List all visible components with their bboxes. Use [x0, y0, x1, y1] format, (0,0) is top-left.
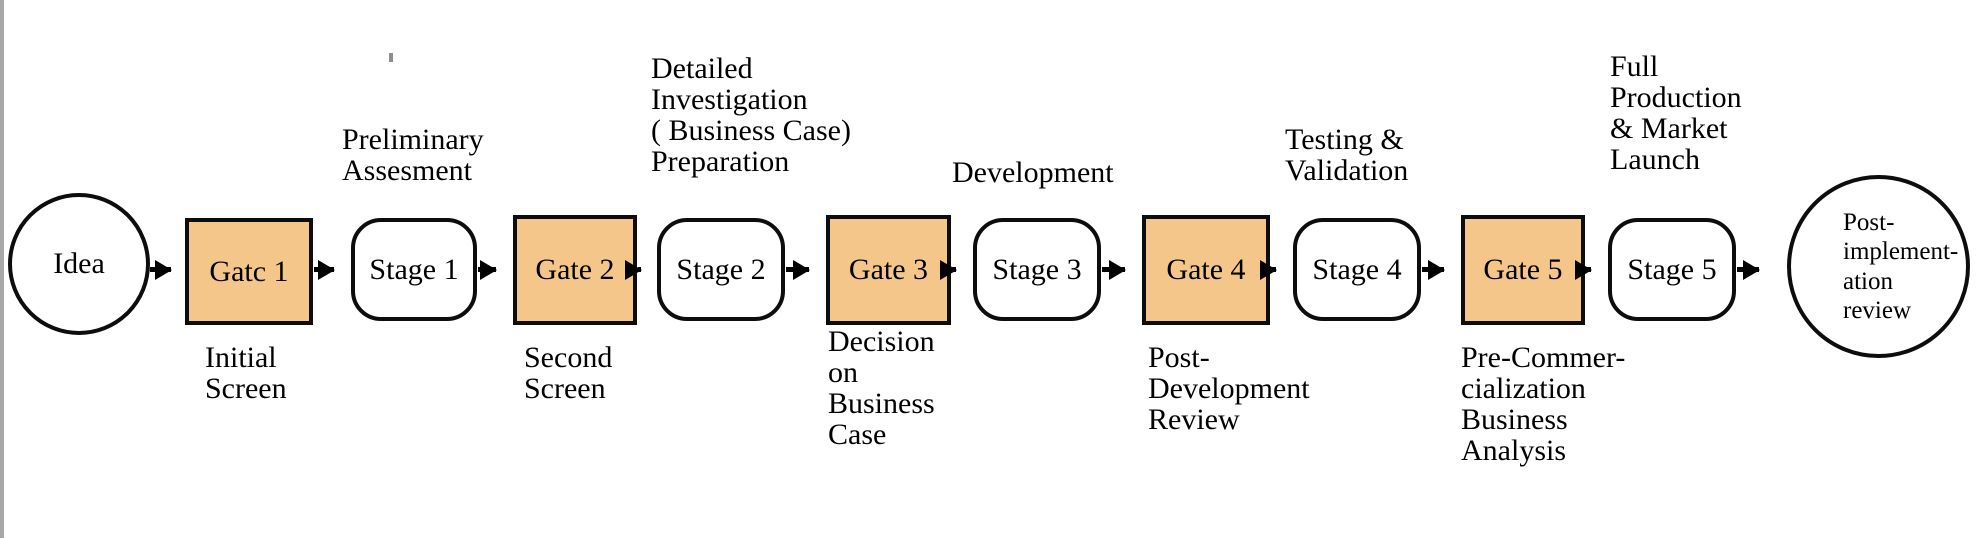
- caption-gate-3: Decision on Business Case: [828, 325, 935, 451]
- arrow-gate5-to-stage5: [1586, 267, 1591, 272]
- caption-gate-2: Second Screen: [524, 341, 613, 405]
- arrow-gate3-to-stage3: [952, 267, 956, 272]
- node-post-implementation-review[interactable]: Post- implement- ation review: [1787, 175, 1970, 358]
- node-gate-2-label: Gate 2: [535, 253, 615, 287]
- node-gate-2[interactable]: Gate 2: [513, 215, 637, 325]
- node-gate-5[interactable]: Gate 5: [1461, 215, 1585, 325]
- arrow-stage2-to-gate3: [786, 267, 809, 272]
- arrow-idea-to-gate1: [150, 267, 171, 272]
- node-gate-3-label: Gate 3: [848, 253, 929, 287]
- caption-gate-4: Post- Development Review: [1148, 341, 1310, 436]
- arrow-stage4-to-gate5: [1422, 267, 1444, 272]
- caption-stage-4: Testing & Validation: [1285, 123, 1409, 187]
- caption-stage-2: Detailed Investigation ( Business Case) …: [651, 52, 851, 178]
- node-stage-2[interactable]: Stage 2: [657, 218, 785, 321]
- node-gate-3[interactable]: Gate 3: [826, 215, 951, 325]
- caption-stage-5: Full Production & Market Launch: [1610, 50, 1742, 176]
- node-stage-3[interactable]: Stage 3: [973, 218, 1101, 321]
- arrow-stage3-to-gate4: [1102, 267, 1125, 272]
- node-gate-5-label: Gate 5: [1483, 253, 1563, 287]
- scan-speck-artifact: [389, 53, 393, 62]
- node-idea-label: Idea: [53, 247, 105, 281]
- arrow-stage5-to-post: [1737, 267, 1759, 272]
- caption-gate-5: Pre-Commer- cialization Business Analysi…: [1461, 341, 1626, 467]
- node-stage-3-label: Stage 3: [992, 252, 1082, 286]
- node-stage-2-label: Stage 2: [676, 252, 766, 286]
- node-stage-5-label: Stage 5: [1627, 252, 1717, 286]
- caption-stage-1: Preliminary Assesment: [342, 123, 484, 187]
- scan-edge-strip: [0, 0, 4, 538]
- node-idea[interactable]: Idea: [8, 193, 150, 335]
- arrow-gate4-to-stage4: [1271, 267, 1276, 272]
- node-stage-4[interactable]: Stage 4: [1293, 218, 1421, 321]
- arrow-gate2-to-stage2: [638, 267, 641, 272]
- node-gate-4[interactable]: Gate 4: [1142, 215, 1270, 325]
- node-gate-1[interactable]: Gatc 1: [185, 218, 313, 325]
- node-stage-1-label: Stage 1: [369, 252, 459, 286]
- arrow-stage1-to-gate2: [478, 267, 496, 272]
- caption-stage-3: Development: [952, 156, 1114, 189]
- arrow-gate1-to-stage1: [314, 267, 334, 272]
- node-gate-4-label: Gate 4: [1166, 253, 1246, 287]
- node-gate-1-label: Gatc 1: [209, 254, 289, 288]
- node-stage-1[interactable]: Stage 1: [351, 218, 477, 321]
- node-post-implementation-review-label: Post- implement- ation review: [1843, 208, 1959, 325]
- node-stage-4-label: Stage 4: [1312, 252, 1402, 286]
- node-stage-5[interactable]: Stage 5: [1608, 218, 1736, 321]
- caption-gate-1: Initial Screen: [205, 341, 287, 405]
